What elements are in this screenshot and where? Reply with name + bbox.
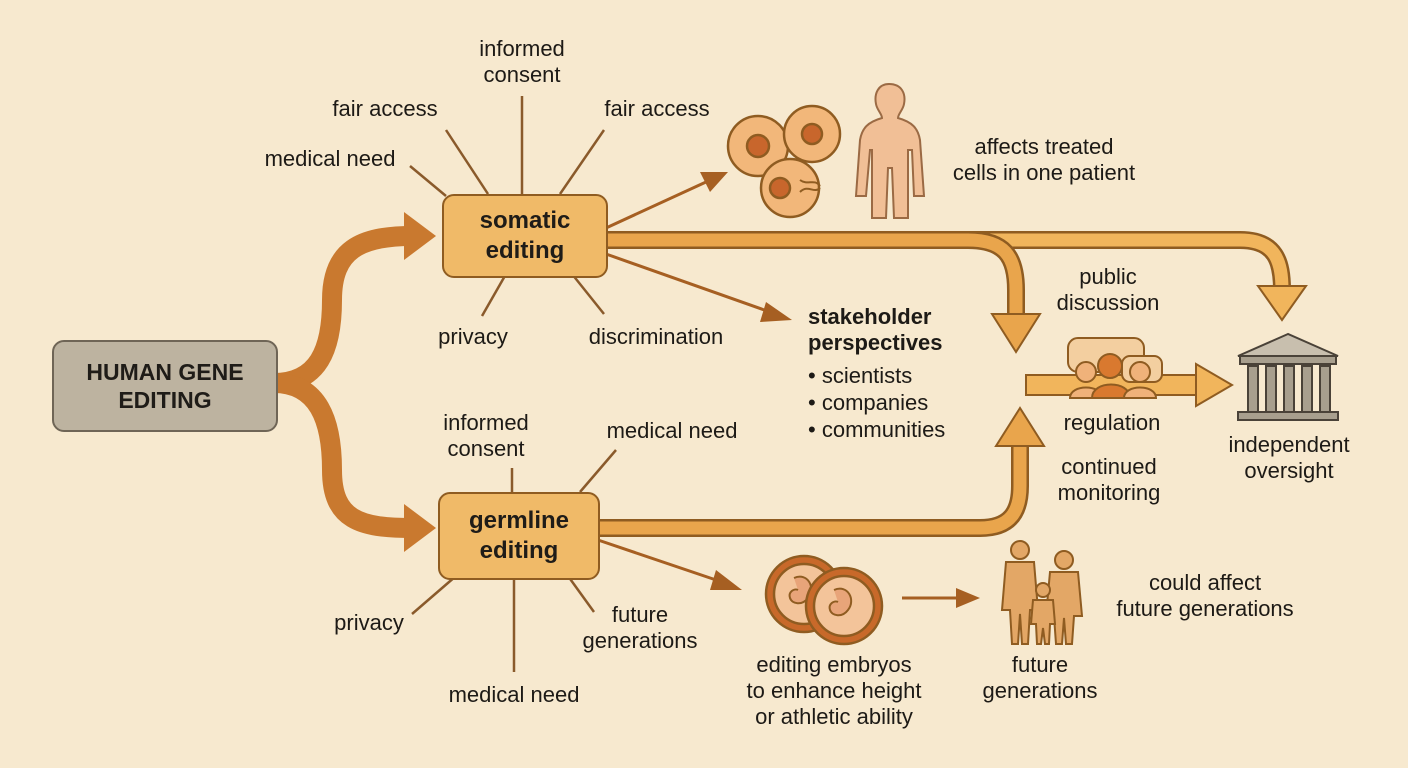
- germline-effect-line1: could affect: [1148, 570, 1262, 595]
- arrow-head-to-cells: [700, 172, 728, 192]
- flow-arrows: [596, 231, 1308, 537]
- germline-label-line2: editing: [479, 537, 559, 564]
- germline-factor-medical-need-top: medical need: [606, 418, 738, 443]
- cells-illustration: [726, 104, 842, 219]
- arrow-head-to-oversight: [1256, 285, 1308, 322]
- stakeholder-perspectives: stakeholder perspectives scientists comp…: [808, 304, 945, 443]
- somatic-factor-privacy: privacy: [438, 324, 508, 349]
- arrow-head-to-somatic: [404, 212, 436, 260]
- courthouse-icon: [1237, 332, 1339, 421]
- germline-label-line1: germline: [468, 507, 570, 534]
- family-caption-line2: generations: [982, 678, 1098, 703]
- continued-monitoring-line2: monitoring: [1057, 480, 1161, 505]
- embryos-caption-line2: to enhance height: [746, 678, 922, 703]
- continued-monitoring-label: continued monitoring: [1044, 454, 1174, 506]
- arrow-head-to-stakeholders: [760, 302, 792, 322]
- somatic-informed-line2: consent: [483, 62, 561, 87]
- family-icon: [1000, 540, 1084, 645]
- public-discussion-line1: public: [1079, 264, 1137, 289]
- somatic-informed-line1: informed: [479, 36, 565, 61]
- root-label-line1: HUMAN GENE: [86, 359, 244, 385]
- embryos-caption: editing embryos to enhance height or ath…: [734, 652, 934, 730]
- somatic-effect-line1: affects treated: [974, 134, 1114, 159]
- arrow-head-to-family: [956, 588, 980, 608]
- germline-future-line1: future: [611, 602, 669, 627]
- independent-oversight-label: independent oversight: [1214, 432, 1364, 484]
- stakeholder-title-line1: stakeholder: [808, 304, 932, 329]
- somatic-factor-discrimination: discrimination: [588, 324, 724, 349]
- somatic-factor-fair-access-left: fair access: [332, 96, 438, 121]
- germline-informed-line2: consent: [447, 436, 525, 461]
- germline-future-line2: generations: [582, 628, 698, 653]
- root-branches: [273, 212, 436, 552]
- stakeholder-item: scientists: [808, 362, 945, 389]
- germline-effect-caption: could affect future generations: [1100, 570, 1310, 622]
- somatic-label-line2: editing: [485, 237, 565, 264]
- somatic-effect-caption: affects treated cells in one patient: [936, 134, 1152, 186]
- arrow-head-down-to-regulation: [990, 313, 1042, 354]
- family-caption: future generations: [970, 652, 1110, 704]
- stakeholder-item: communities: [808, 416, 945, 443]
- arrow-head-to-germline: [404, 504, 436, 552]
- germline-factor-informed-consent: informed consent: [426, 410, 546, 462]
- public-discussion-line2: discussion: [1056, 290, 1160, 315]
- stakeholder-list: scientists companies communities: [808, 362, 945, 443]
- family-caption-line1: future: [1011, 652, 1069, 677]
- arrow-head-regulation-to-oversight: [1195, 362, 1234, 408]
- arrow-head-up-to-regulation: [994, 406, 1046, 447]
- somatic-editing-box: somatic editing: [442, 194, 608, 278]
- germline-factor-future-generations: future generations: [570, 602, 710, 654]
- germline-informed-line1: informed: [443, 410, 529, 435]
- people-discussion-icon: [1067, 337, 1163, 399]
- somatic-label-line1: somatic: [479, 207, 571, 234]
- stakeholder-title-line2: perspectives: [808, 330, 943, 355]
- germline-spokes: [411, 449, 617, 672]
- embryos-illustration: [764, 554, 884, 646]
- germline-effect-line2: future generations: [1116, 596, 1294, 621]
- patient-icon: [854, 82, 926, 219]
- continued-monitoring-line1: continued: [1061, 454, 1157, 479]
- somatic-factor-medical-need: medical need: [264, 146, 396, 171]
- independent-oversight-line1: independent: [1228, 432, 1350, 457]
- embryos-caption-line1: editing embryos: [756, 652, 912, 677]
- germline-factor-privacy: privacy: [334, 610, 404, 635]
- embryos-caption-line3: or athletic ability: [755, 704, 913, 729]
- public-discussion-label: public discussion: [1048, 264, 1168, 316]
- germline-editing-box: germline editing: [438, 492, 600, 580]
- somatic-spokes: [409, 96, 606, 317]
- regulation-label: regulation: [1063, 410, 1161, 435]
- thin-arrows: [597, 172, 980, 608]
- human-gene-editing-box: HUMAN GENE EDITING: [52, 340, 278, 432]
- germline-factor-medical-need-bottom: medical need: [448, 682, 580, 707]
- somatic-effect-line2: cells in one patient: [952, 160, 1136, 185]
- root-label-line2: EDITING: [118, 387, 212, 413]
- somatic-factor-fair-access-right: fair access: [604, 96, 710, 121]
- somatic-factor-informed-consent: informed consent: [462, 36, 582, 88]
- arrow-head-to-embryos: [710, 570, 742, 590]
- independent-oversight-line2: oversight: [1244, 458, 1334, 483]
- stakeholder-item: companies: [808, 389, 945, 416]
